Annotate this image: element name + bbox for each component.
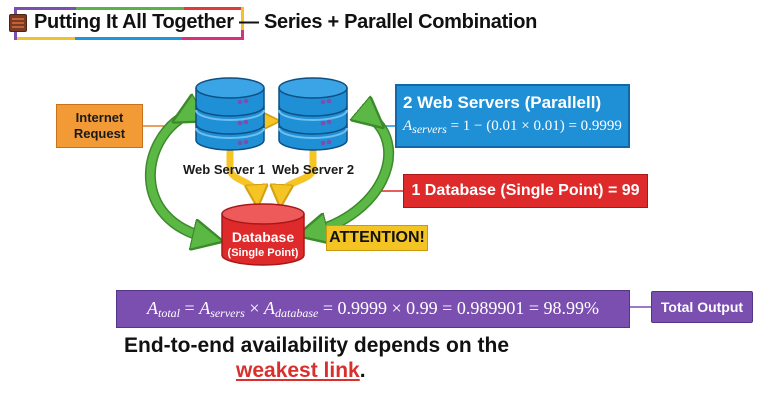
frame-border xyxy=(184,7,244,10)
yellow-arrow-server2-db xyxy=(281,150,317,196)
formula-expression: = 1 − (0.01 × 0.01) = 0.9999 xyxy=(446,118,622,134)
formula-variable: A xyxy=(147,297,159,318)
database-label: Database (Single Point) xyxy=(222,229,304,259)
web-server-2-icon xyxy=(278,77,348,151)
servers-callout-title: 2 Web Servers (Parallell) xyxy=(403,93,602,112)
web-server-1-label: Web Server 1 xyxy=(183,162,266,177)
formula-subscript: database xyxy=(275,305,319,320)
formula-subscript: servers xyxy=(210,305,245,320)
frame-border xyxy=(76,7,184,10)
caption-line-1: End-to-end availability depends on the xyxy=(124,334,510,357)
total-availability-formula: Atotal = Aservers × Adatabase = 0.9999 ×… xyxy=(116,290,630,328)
frame-border xyxy=(182,37,244,40)
internet-request-line2: Request xyxy=(73,126,126,141)
formula-variable: A xyxy=(403,118,413,134)
formula-subscript: total xyxy=(158,305,181,320)
caption-line-2: weakest link. xyxy=(236,359,366,383)
servers-callout: 2 Web Servers (Parallell) Aservers = 1 −… xyxy=(395,84,630,148)
total-output-badge: Total Output xyxy=(651,291,753,323)
formula-variable: A xyxy=(264,297,276,318)
formula-expression: = 0.9999 × 0.99 = 0.989901 = 98.99% xyxy=(318,297,599,318)
frame-border xyxy=(75,37,182,40)
database-cylinder-icon xyxy=(221,203,305,266)
web-server-2-label: Web Server 2 xyxy=(272,162,355,177)
database-label-title: Database xyxy=(231,229,295,245)
brick-wall-icon xyxy=(9,14,27,32)
page-title: Putting It All Together — Series + Paral… xyxy=(34,11,538,33)
formula-variable: A xyxy=(199,297,211,318)
internet-request-box: Internet Request xyxy=(56,104,143,148)
database-label-subtitle: (Single Point) xyxy=(227,247,299,259)
database-callout: 1 Database (Single Point) = 99 xyxy=(403,174,648,208)
formula-subscript: servers xyxy=(412,122,447,136)
frame-border xyxy=(17,37,75,40)
internet-request-line1: Internet xyxy=(75,110,124,125)
caption-period: . xyxy=(359,359,366,382)
formula-operator: × xyxy=(244,297,265,318)
frame-border xyxy=(14,7,76,10)
servers-availability-formula: Aservers = 1 − (0.01 × 0.01) = 0.9999 xyxy=(403,118,622,137)
yellow-arrow-server1-db xyxy=(226,150,257,196)
frame-border xyxy=(241,7,244,40)
formula-operator: = xyxy=(180,297,200,318)
weakest-link-highlight: weakest link xyxy=(236,359,360,382)
attention-badge: ATTENTION! xyxy=(326,225,428,251)
web-server-1-icon xyxy=(195,77,265,151)
